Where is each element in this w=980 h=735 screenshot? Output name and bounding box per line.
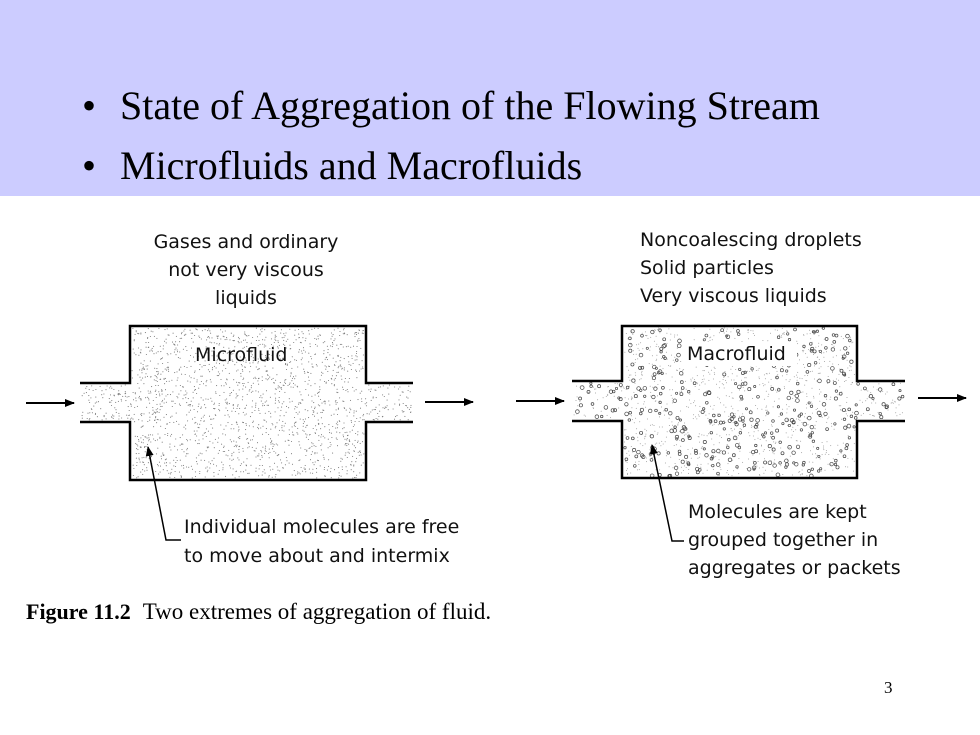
- macro-bottom-label-line: grouped together in: [688, 529, 878, 551]
- microfluid-vessel-bottom-wall: [80, 420, 413, 482]
- microfluid-vessel-top-wall: [80, 324, 413, 385]
- micro-top-label-line: Gases and ordinary: [154, 231, 339, 253]
- microfluid-diagram: Gases and ordinary not very viscous liqu…: [26, 231, 474, 567]
- macrofluid-vessel-bottom-wall: [572, 419, 905, 480]
- macrofluid-vessel-top-wall: [572, 324, 905, 383]
- aggregation-figure: Gases and ordinary not very viscous liqu…: [26, 229, 967, 624]
- bullet-item: • State of Aggregation of the Flowing Str…: [82, 78, 820, 138]
- bullet-list: • State of Aggregation of the Flowing Str…: [82, 78, 820, 198]
- macro-top-label-line: Very viscous liquids: [640, 285, 827, 307]
- macro-top-label-line: Solid particles: [640, 257, 774, 279]
- page-number: 3: [884, 678, 893, 697]
- micro-top-label-line: liquids: [215, 287, 277, 309]
- figure-caption: Figure 11.2 Two extremes of aggregation …: [26, 599, 491, 624]
- microfluid-box-label: Microfluid: [195, 344, 288, 366]
- slide-header: [0, 0, 980, 196]
- macro-bottom-label-line: aggregates or packets: [688, 557, 901, 579]
- bullet-dot-icon: •: [82, 143, 97, 188]
- micro-bottom-label-line: Individual molecules are free: [184, 516, 459, 538]
- macrofluid-box-label: Macrofluid: [687, 343, 786, 365]
- macro-top-label-line: Noncoalescing droplets: [640, 229, 862, 251]
- bullet-text: State of Aggregation of the Flowing Stre…: [120, 83, 820, 128]
- macrofluid-label-backdrop: [683, 342, 797, 366]
- micro-bottom-label-line: to move about and intermix: [184, 545, 450, 567]
- figure-caption-text: Two extremes of aggregation of fluid.: [143, 599, 491, 624]
- micro-top-label-line: not very viscous: [168, 259, 324, 281]
- macro-bottom-label-line: Molecules are kept: [688, 501, 867, 523]
- bullet-text: Microfluids and Macrofluids: [120, 143, 583, 188]
- microfluid-speckle: [81, 327, 412, 479]
- macrofluid-diagram: Noncoalescing droplets Solid particles V…: [516, 229, 967, 579]
- micro-pointer-arrow-icon: [145, 446, 181, 541]
- bullet-item: • Microfluids and Macrofluids: [82, 138, 820, 198]
- bullet-dot-icon: •: [82, 83, 97, 128]
- macrofluid-packets: [573, 326, 905, 479]
- macro-pointer-arrow-icon: [649, 444, 684, 542]
- figure-caption-number: Figure 11.2: [26, 599, 131, 624]
